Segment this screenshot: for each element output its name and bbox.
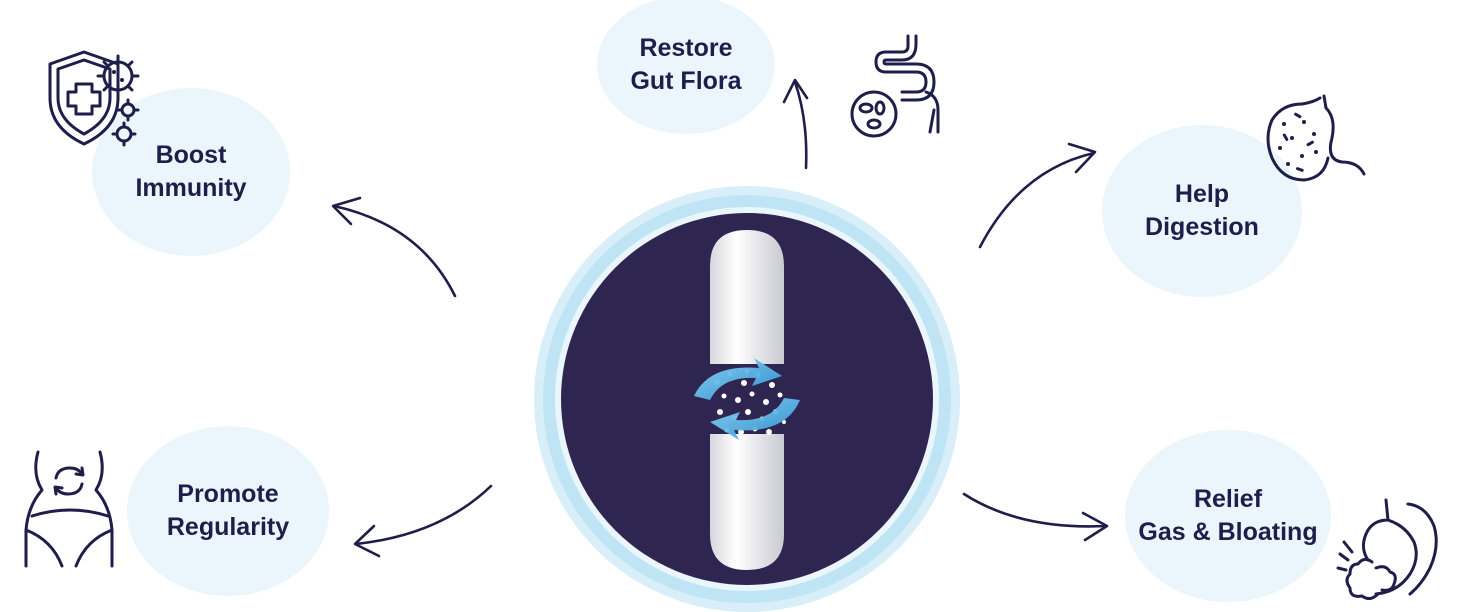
arrow-to-restore bbox=[782, 78, 809, 170]
label-digestion-line2: Digestion bbox=[1145, 213, 1259, 241]
intestine-icon bbox=[850, 34, 940, 138]
stomach-bacteria-icon bbox=[1266, 94, 1366, 182]
bubble-help-digestion: Help Digestion bbox=[1102, 125, 1302, 297]
bloated-stomach-icon bbox=[1336, 498, 1438, 600]
label-immunity-line1: Boost bbox=[155, 141, 227, 169]
label-restore-line2: Gut Flora bbox=[630, 67, 742, 95]
arrow-to-regularity bbox=[353, 484, 493, 558]
probiotic-capsule-icon bbox=[534, 186, 960, 612]
arrow-to-immunity bbox=[331, 196, 457, 298]
label-regularity-line2: Regularity bbox=[166, 513, 290, 541]
label-immunity-line2: Immunity bbox=[135, 174, 247, 202]
label-promote-regularity: Promote Regularity bbox=[167, 478, 289, 544]
bubble-restore-gut-flora: Restore Gut Flora bbox=[597, 0, 775, 134]
bubble-boost-immunity: Boost Immunity bbox=[92, 88, 290, 256]
label-digestion-line1: Help bbox=[1174, 180, 1230, 208]
label-restore-line1: Restore bbox=[639, 34, 733, 62]
label-bloating-line2: Gas & Bloating bbox=[1138, 518, 1318, 546]
label-regularity-line1: Promote bbox=[177, 480, 279, 508]
label-relief-gas-bloating: Relief Gas & Bloating bbox=[1138, 483, 1317, 549]
label-boost-immunity: Boost Immunity bbox=[135, 139, 246, 205]
label-bloating-line1: Relief bbox=[1193, 485, 1263, 513]
label-restore-gut-flora: Restore Gut Flora bbox=[630, 32, 741, 98]
waist-cycle-icon bbox=[24, 450, 114, 568]
bubble-relief-gas-bloating: Relief Gas & Bloating bbox=[1125, 430, 1331, 602]
bubble-promote-regularity: Promote Regularity bbox=[127, 426, 329, 596]
arrow-to-digestion bbox=[978, 142, 1097, 249]
label-help-digestion: Help Digestion bbox=[1145, 178, 1259, 244]
arrow-to-bloating bbox=[962, 492, 1109, 542]
shield-virus-icon bbox=[48, 50, 140, 147]
